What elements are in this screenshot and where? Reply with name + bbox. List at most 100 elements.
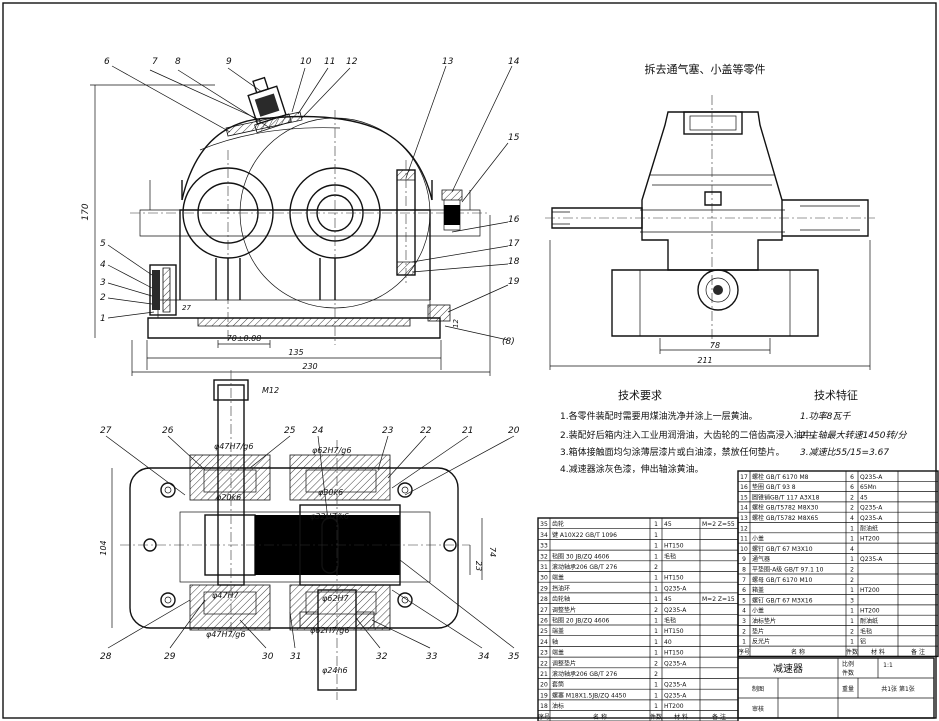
tech-feat-1: 1.功率8瓦千 bbox=[800, 411, 851, 422]
dim-78: 78 bbox=[710, 341, 720, 350]
balloon-35: 35 bbox=[508, 652, 520, 662]
dim-74: 74 bbox=[488, 547, 497, 557]
bom-right-cell-6-0: 11 bbox=[740, 536, 748, 543]
bom-left-cell-6-1: 挡油环 bbox=[552, 584, 570, 592]
bom-right-cell-15-2: 2 bbox=[850, 628, 854, 635]
bom-right-cell-2-0: 15 bbox=[740, 494, 748, 501]
bom-left-cell-16-0: 19 bbox=[540, 692, 548, 699]
bom-left-cell-11-1: 轴 bbox=[552, 638, 558, 646]
bom-left-cell-6-0: 29 bbox=[540, 585, 548, 592]
bom-left-cell-8-0: 27 bbox=[540, 607, 548, 614]
bom-left-footer-4: 备 注 bbox=[712, 713, 726, 721]
bom-right-cell-8-2: 1 bbox=[850, 556, 854, 563]
bom-right-cell-7-1: 螺钉 GB/T 67 M3X10 bbox=[752, 545, 813, 553]
tech-req-2: 2.装配好后箱内注入工业用润滑油，大齿轮的二倍齿高浸入油中。 bbox=[560, 429, 821, 441]
weight-label: 重量 bbox=[842, 685, 854, 693]
bom-left-cell-14-1: 滚动轴承206 GB/T 276 bbox=[552, 670, 617, 678]
bom-right-cell-8-0: 9 bbox=[742, 556, 746, 563]
bom-left-cell-0-3: 45 bbox=[664, 521, 672, 528]
tech-feat-2: 2.主轴最大转速1450转/分 bbox=[800, 430, 908, 441]
dim-phi24: φ24h6 bbox=[322, 666, 348, 675]
tech-req-1: 1.各零件装配时需要用煤油洗净并涂上一层黄油。 bbox=[560, 410, 758, 422]
bom-right-cell-0-0: 17 bbox=[740, 474, 748, 481]
bom-right-cell-11-2: 1 bbox=[850, 587, 854, 594]
bom-right-cell-10-0: 7 bbox=[742, 577, 746, 584]
bom-left-cell-6-2: 1 bbox=[654, 585, 658, 592]
bom-left-cell-11-3: 40 bbox=[664, 639, 672, 646]
bom-right-cell-6-3: HT200 bbox=[860, 536, 880, 543]
bom-left-cell-10-2: 1 bbox=[654, 628, 658, 635]
bom-right-cell-6-2: 1 bbox=[850, 536, 854, 543]
balloon-1: 1 bbox=[100, 314, 106, 324]
bom-left-footer-1: 名 称 bbox=[593, 713, 607, 721]
balloon-3: 3 bbox=[100, 278, 106, 288]
bom-right-cell-12-2: 3 bbox=[850, 597, 854, 604]
bom-right-cell-0-1: 螺栓 GB/T 6170 M8 bbox=[752, 473, 809, 481]
bom-left-cell-14-0: 21 bbox=[540, 671, 548, 678]
bom-left-cell-17-3: HT200 bbox=[664, 703, 684, 710]
tech-feat-title: 技术特征 bbox=[814, 388, 858, 402]
bom-left-cell-5-3: HT150 bbox=[664, 575, 684, 582]
bom-left-cell-3-2: 1 bbox=[654, 553, 658, 560]
bom-left-cell-2-0: 33 bbox=[540, 543, 548, 550]
bom-right-cell-14-3: 耐油纸 bbox=[860, 617, 878, 625]
bom-left-cell-0-4: M=2 Z=55 bbox=[702, 521, 735, 528]
bom-right-cell-11-1: 箱盖 bbox=[752, 586, 764, 594]
bom-left-cell-10-3: HT150 bbox=[664, 628, 684, 635]
tech-req-3: 3.箱体接触面均匀涂薄层漆片或白油漆，禁放任何垫片。 bbox=[560, 446, 785, 458]
bom-left-cell-0-0: 35 bbox=[540, 521, 548, 528]
bom-left-cell-6-3: Q235-A bbox=[664, 585, 687, 592]
bom-left-cell-1-2: 1 bbox=[654, 532, 658, 539]
bom-left-cell-17-2: 1 bbox=[654, 703, 658, 710]
bom-right-cell-15-1: 垫片 bbox=[752, 627, 764, 635]
balloon-25: 25 bbox=[284, 426, 296, 436]
bom-left-cell-2-2: 1 bbox=[654, 543, 658, 550]
dim-phi62-bot: φ62H7/g6 bbox=[310, 626, 349, 635]
tech-requirements: 技术要求 1.各零件装配时需要用煤油洗净并涂上一层黄油。 2.装配好后箱内注入工… bbox=[560, 389, 821, 475]
dim-230: 230 bbox=[302, 362, 317, 371]
bom-left-cell-12-3: HT150 bbox=[664, 650, 684, 657]
bom-right-cell-6-1: 小盖 bbox=[752, 535, 764, 543]
bom-left-cell-17-0: 18 bbox=[540, 703, 548, 710]
balloon-21: 21 bbox=[462, 426, 473, 436]
bom-left-cell-8-2: 2 bbox=[654, 607, 658, 614]
bom-right-cell-4-2: 4 bbox=[850, 515, 854, 522]
dim-phi32: φ32H7/k6 bbox=[310, 512, 349, 521]
tech-req-title: 技术要求 bbox=[618, 389, 662, 402]
bom-right-cell-16-2: 1 bbox=[850, 639, 854, 646]
bom-right-footer-4: 备 注 bbox=[911, 648, 925, 656]
tech-features: 技术特征 1.功率8瓦千 2.主轴最大转速1450转/分 3.减速比55/15=… bbox=[800, 388, 908, 458]
bom-left-cell-9-3: 毛毡 bbox=[664, 617, 676, 625]
bom-left-cell-7-0: 28 bbox=[540, 596, 548, 603]
balloon-31: 31 bbox=[290, 652, 301, 662]
dim-104: 104 bbox=[99, 540, 108, 555]
balloon-28: 28 bbox=[100, 652, 112, 662]
balloon-20: 20 bbox=[508, 426, 520, 436]
check-label: 审核 bbox=[752, 705, 764, 713]
bom-left-cell-12-1: 端盖 bbox=[552, 649, 564, 657]
bom-right-cell-13-2: 1 bbox=[850, 608, 854, 615]
dim-phi62-low: φ62H7 bbox=[322, 594, 349, 603]
balloon-30: 30 bbox=[262, 652, 274, 662]
balloon-29: 29 bbox=[164, 652, 176, 662]
balloon-27: 27 bbox=[100, 426, 112, 436]
bom-left-cell-15-0: 20 bbox=[540, 682, 548, 689]
bom-right-cell-4-0: 13 bbox=[740, 515, 748, 522]
top-view: 104 74 23 M12 φ47H7/g6 φ62H7/g6 φ20k6 φ3… bbox=[99, 370, 497, 700]
dim-211: 211 bbox=[697, 356, 712, 365]
sheet-info: 共1张 第1张 bbox=[881, 685, 915, 693]
bom-left-cell-16-3: Q235-A bbox=[664, 692, 687, 699]
bom-left-cell-9-1: 毡圈 20 JB/ZQ 4606 bbox=[552, 617, 610, 625]
tech-feat-3: 3.减速比55/15=3.67 bbox=[800, 447, 889, 458]
bom-right-cell-1-0: 16 bbox=[740, 484, 748, 491]
dim-phi47-top: φ47H7/g6 bbox=[214, 442, 253, 451]
scale-label: 比例 bbox=[842, 660, 854, 668]
bom-right-cell-1-2: 6 bbox=[850, 484, 854, 491]
bom-left-cell-7-2: 1 bbox=[654, 596, 658, 603]
balloon-12: 12 bbox=[346, 57, 358, 67]
top-view-balloons: 27 26 25 24 23 22 21 20 28 29 30 31 32 3… bbox=[100, 426, 520, 662]
balloon-10: 10 bbox=[300, 57, 312, 67]
